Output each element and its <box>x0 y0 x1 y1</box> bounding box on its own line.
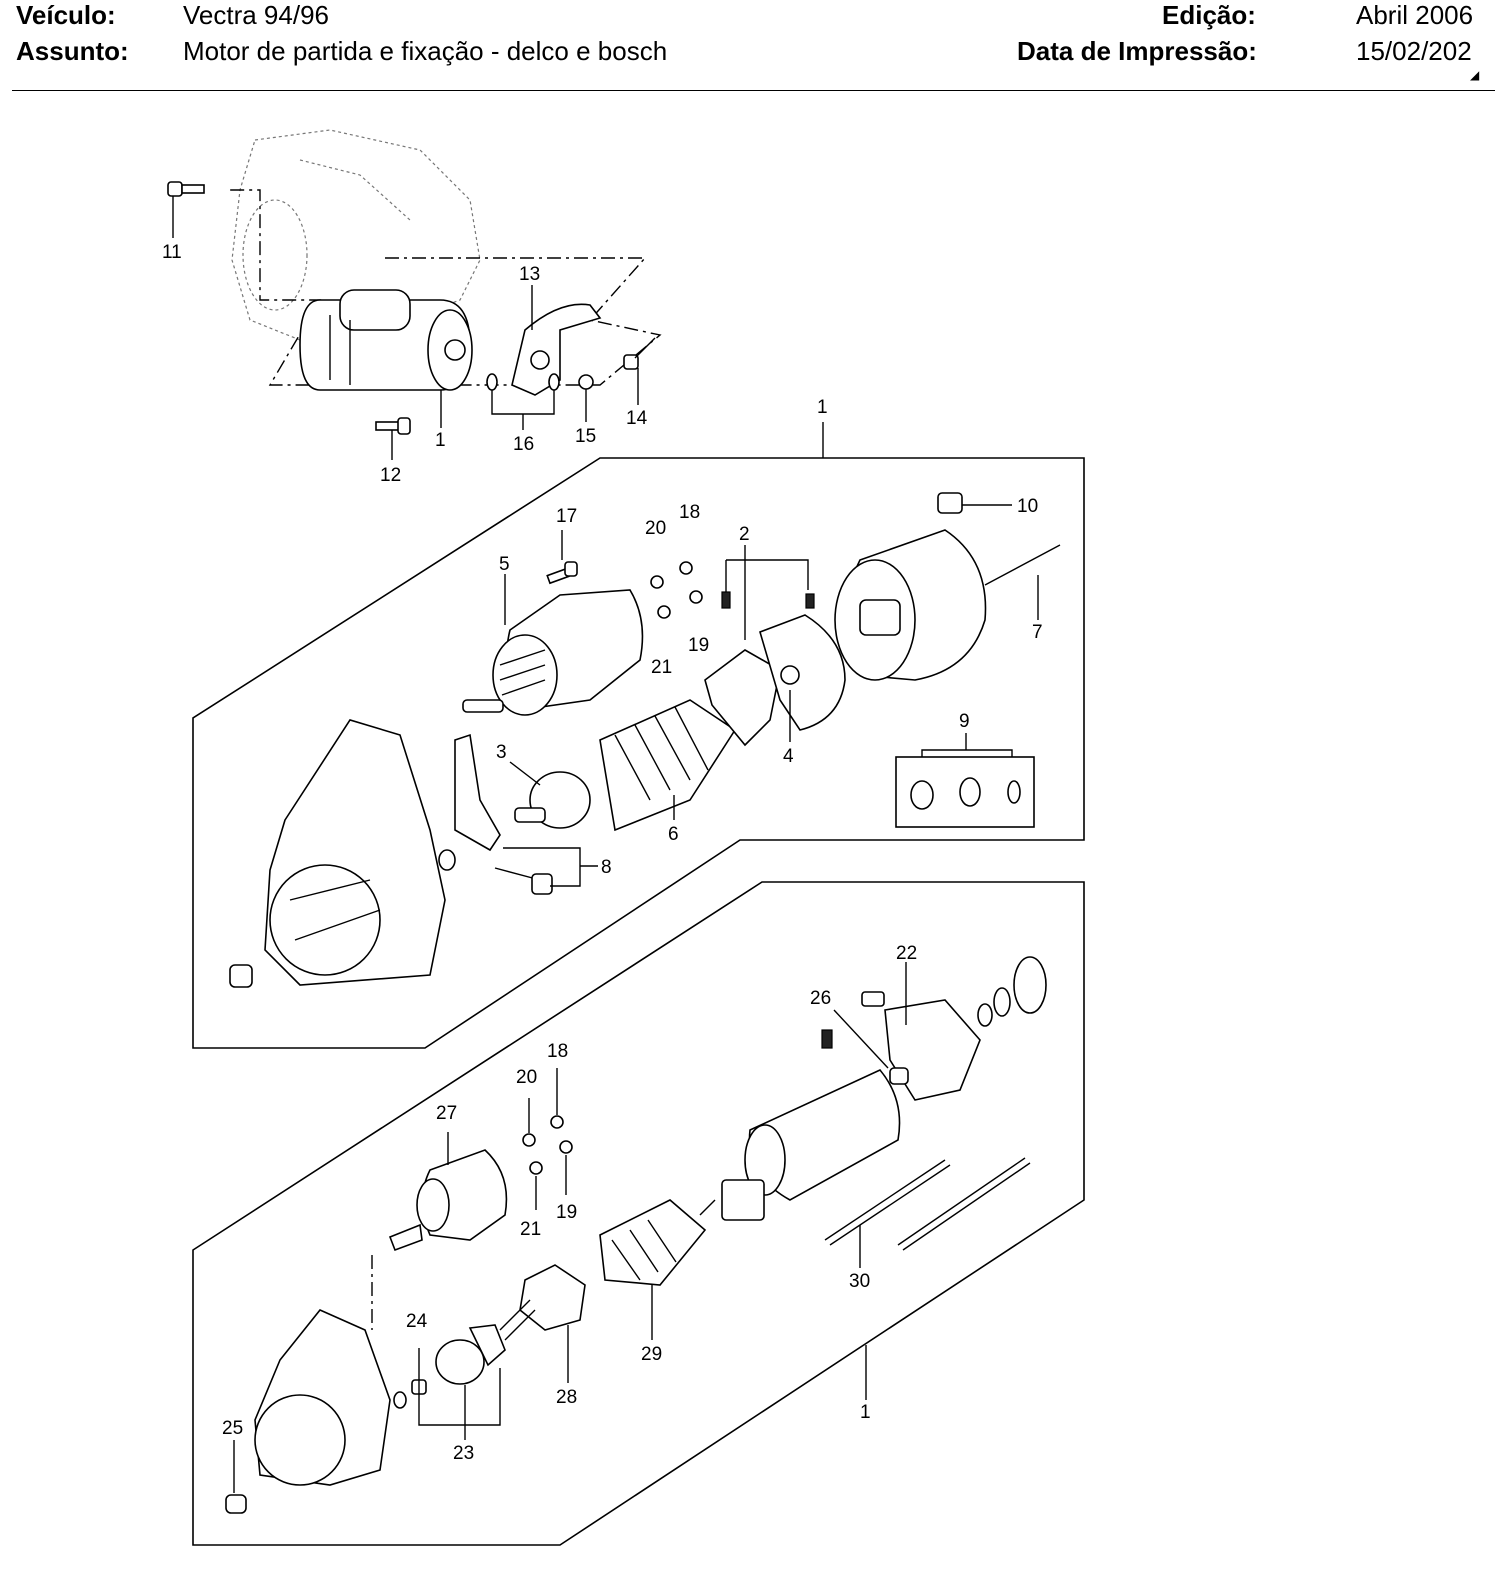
bolt-17 <box>546 561 578 585</box>
callout-22: 22 <box>896 943 917 964</box>
edition-value: Abril 2006 <box>1356 0 1474 30</box>
edition-label: Edição: <box>1162 0 1256 30</box>
callout-29: 29 <box>641 1344 662 1365</box>
callout-13: 13 <box>519 264 540 285</box>
nut-15 <box>578 374 594 390</box>
spring-26 <box>821 1029 909 1085</box>
callout-4: 4 <box>783 746 794 767</box>
callout-1-overview: 1 <box>435 430 446 451</box>
callout-11: 11 <box>162 242 182 263</box>
callout-18-bosch: 18 <box>547 1041 568 1062</box>
callout-28: 28 <box>556 1387 577 1408</box>
callout-23: 23 <box>453 1443 474 1464</box>
bosch-frame <box>192 881 1085 1546</box>
fixing-plate-8 <box>438 733 553 895</box>
armature-6 <box>599 699 737 832</box>
callout-10: 10 <box>1017 496 1038 517</box>
callout-8: 8 <box>601 857 612 878</box>
nuts-18-21 <box>650 561 703 619</box>
callout-18-delco: 18 <box>679 502 700 523</box>
header-rule <box>12 90 1495 91</box>
field-frame-7 <box>834 529 1061 681</box>
callout-2: 2 <box>739 524 750 545</box>
callout-26: 26 <box>810 988 831 1009</box>
subject-label: Assunto: <box>16 36 129 66</box>
bushing-24 <box>393 1379 427 1409</box>
callout-9: 9 <box>959 711 970 732</box>
starter-assembly-overview <box>299 289 473 391</box>
callout-5: 5 <box>499 554 510 575</box>
print-date-value: 15/02/202 <box>1356 36 1472 66</box>
pole-housing <box>721 1069 901 1221</box>
bosch-drive-housing <box>225 1309 391 1514</box>
armature-29 <box>599 1199 716 1286</box>
callout-1-bosch: 1 <box>860 1402 871 1423</box>
callout-14: 14 <box>626 408 648 429</box>
end-frame-4 <box>759 614 846 731</box>
drive-pinion-3 <box>514 771 591 829</box>
callout-12: 12 <box>380 465 401 486</box>
print-date-label: Data de Impressão: <box>1017 36 1257 66</box>
bolt-12 <box>375 417 411 435</box>
delco-frame <box>192 457 1085 1049</box>
callout-25: 25 <box>222 1418 243 1439</box>
drive-end-housing <box>229 719 446 988</box>
callout-17: 17 <box>556 506 577 527</box>
callout-21-delco: 21 <box>651 657 672 678</box>
pinion-23 <box>435 1324 506 1385</box>
callout-20-delco: 20 <box>645 518 666 539</box>
vehicle-value: Vectra 94/96 <box>183 0 329 30</box>
brush-holder-2 <box>704 591 815 747</box>
washers-16 <box>486 373 560 391</box>
subject-value: Motor de partida e fixação - delco e bos… <box>183 36 668 66</box>
callout-19-bosch: 19 <box>556 1202 577 1223</box>
kit-9-box <box>895 733 1035 828</box>
callout-16: 16 <box>513 434 534 455</box>
nuts-bosch <box>522 1115 573 1175</box>
terminal-10 <box>937 492 1012 514</box>
callout-6: 6 <box>668 824 679 845</box>
bolt-14 <box>623 337 656 370</box>
callout-24: 24 <box>406 1311 428 1332</box>
solenoid-27 <box>388 1149 508 1252</box>
intermediate-bearing-28 <box>499 1264 586 1341</box>
callout-20-bosch: 20 <box>516 1067 537 1088</box>
corner-mark: ◢ <box>1470 68 1480 82</box>
callout-7: 7 <box>1032 622 1043 643</box>
callout-30: 30 <box>849 1271 870 1292</box>
bolt-11 <box>167 181 205 197</box>
solenoid-5 <box>462 589 644 716</box>
vehicle-label: Veículo: <box>16 0 116 30</box>
callout-21-bosch: 21 <box>520 1219 541 1240</box>
callout-15: 15 <box>575 426 596 447</box>
callout-3: 3 <box>496 742 507 763</box>
callout-1-delco: 1 <box>817 397 828 418</box>
callout-19-delco: 19 <box>688 635 709 656</box>
callout-27: 27 <box>436 1103 457 1124</box>
through-bolts-30 <box>824 1157 1031 1251</box>
